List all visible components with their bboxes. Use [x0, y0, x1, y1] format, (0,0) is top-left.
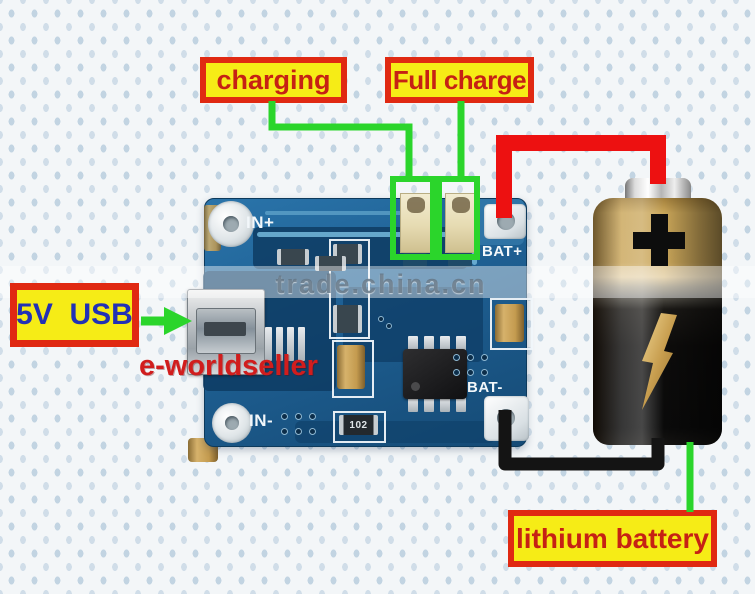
bat-minus-hole — [497, 409, 515, 427]
led-mark — [452, 197, 470, 213]
battery-body — [593, 198, 722, 445]
silkscreen-in-plus: IN+ — [246, 213, 275, 232]
silkscreen-bat-plus: BAT+ — [482, 243, 523, 260]
charging-callout-line — [268, 101, 413, 180]
capacitor — [315, 256, 346, 271]
via — [467, 369, 474, 376]
tantalum-capacitor — [495, 304, 524, 342]
capacitor — [333, 305, 362, 333]
pcb-dark-region — [295, 421, 495, 443]
ic-pin1-dimple — [411, 382, 420, 391]
silkscreen-bat-minus: BAT- — [467, 379, 503, 396]
lithium-battery-label-text: lithium battery — [516, 522, 709, 554]
via — [453, 354, 460, 361]
led-pad — [448, 253, 472, 267]
watermark-text: trade.china.cn — [275, 269, 487, 299]
in-minus-hole — [225, 416, 239, 430]
battery-illustration — [593, 178, 722, 445]
via — [281, 413, 288, 420]
via — [386, 323, 392, 329]
usb-input-label: 5V USB — [10, 283, 139, 347]
via — [481, 354, 488, 361]
ic-pin — [440, 397, 450, 412]
via — [453, 369, 460, 376]
resistor-code: 102 — [349, 419, 368, 431]
via — [378, 316, 384, 322]
ic-pin — [424, 397, 434, 412]
via — [467, 354, 474, 361]
via — [295, 413, 302, 420]
usb-pin — [265, 327, 272, 361]
via — [481, 369, 488, 376]
charging-label-text: charging — [216, 64, 331, 95]
pcb-trace — [265, 211, 415, 215]
resistor-102: 102 — [339, 415, 378, 435]
led-mark — [407, 197, 425, 213]
pcb-trace — [257, 232, 475, 237]
full-charge-led — [445, 193, 477, 253]
lithium-battery-label: lithium battery — [508, 510, 717, 567]
silkscreen-outline — [333, 411, 386, 443]
ic-pin — [456, 336, 466, 351]
ic-pin — [424, 336, 434, 351]
pcb-module: IN+ IN- BAT+ BAT- — [187, 193, 533, 447]
usb-slot — [204, 322, 246, 336]
silkscreen-outline — [490, 298, 533, 350]
usb-pin — [276, 327, 283, 361]
in-plus-hole — [223, 216, 239, 232]
via — [295, 428, 302, 435]
via — [281, 428, 288, 435]
usb-pin — [298, 327, 305, 361]
via — [309, 413, 316, 420]
seller-watermark: e-worldseller — [139, 350, 318, 382]
ic-pin — [408, 336, 418, 351]
led-pad — [403, 253, 427, 267]
silkscreen-in-minus: IN- — [249, 411, 274, 430]
via — [309, 428, 316, 435]
plus-icon — [633, 214, 685, 266]
tantalum-capacitor — [337, 345, 365, 389]
silkscreen-outline — [332, 340, 374, 398]
capacitor — [277, 249, 309, 265]
usb-input-label-text: 5V USB — [16, 298, 133, 331]
charging-label: charging — [200, 57, 347, 103]
usb-pin — [287, 327, 294, 361]
full-charge-label: Full charge — [385, 57, 534, 103]
silkscreen-outline — [329, 239, 370, 339]
charging-led — [400, 193, 432, 253]
ic-pin — [440, 336, 450, 351]
bat-plus-hole — [497, 212, 515, 230]
ic-pin — [408, 397, 418, 412]
ic-pin — [456, 397, 466, 412]
lightning-icon — [642, 313, 677, 410]
mini-usb-connector — [187, 289, 265, 375]
full-charge-label-text: Full charge — [392, 65, 527, 95]
